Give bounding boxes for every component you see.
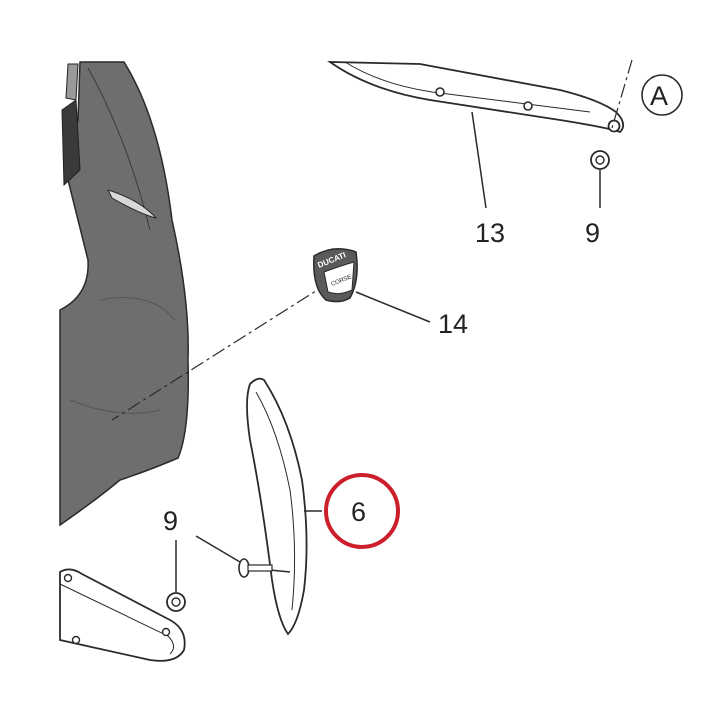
ducati-corse-badge: DUCATI CORSE: [313, 248, 358, 303]
nut-part-9-bottom: [166, 592, 186, 612]
reference-marker-label: A: [650, 81, 668, 111]
callout-14: 14: [438, 309, 468, 339]
assembly-axis-lines: [111, 59, 633, 573]
fairing-panel: [59, 61, 190, 527]
bracket-hole-icon: [523, 101, 533, 111]
bracket-hole-icon: [71, 635, 81, 645]
bracket-hole-icon: [161, 627, 171, 637]
bracket-hole-icon: [63, 573, 73, 583]
bracket-hole-icon: [607, 119, 621, 133]
screw-part-9-side: [238, 558, 273, 578]
leader-line-9-side: [195, 535, 241, 563]
callout-9-top: 9: [585, 218, 600, 248]
lower-bracket: [59, 568, 186, 662]
callout-6: 6: [351, 497, 366, 527]
bracket-part-13: [327, 61, 625, 134]
callout-9-bottom: 9: [163, 506, 178, 536]
leader-line-14: [355, 291, 431, 323]
reference-marker-a: A: [641, 74, 683, 116]
side-panel-part-6: [246, 377, 308, 636]
bracket-hole-icon: [435, 87, 445, 97]
leader-line-13: [471, 111, 487, 209]
nut-part-9-top: [590, 150, 610, 170]
callout-13: 13: [475, 218, 505, 248]
highlight-circle: [324, 473, 400, 549]
